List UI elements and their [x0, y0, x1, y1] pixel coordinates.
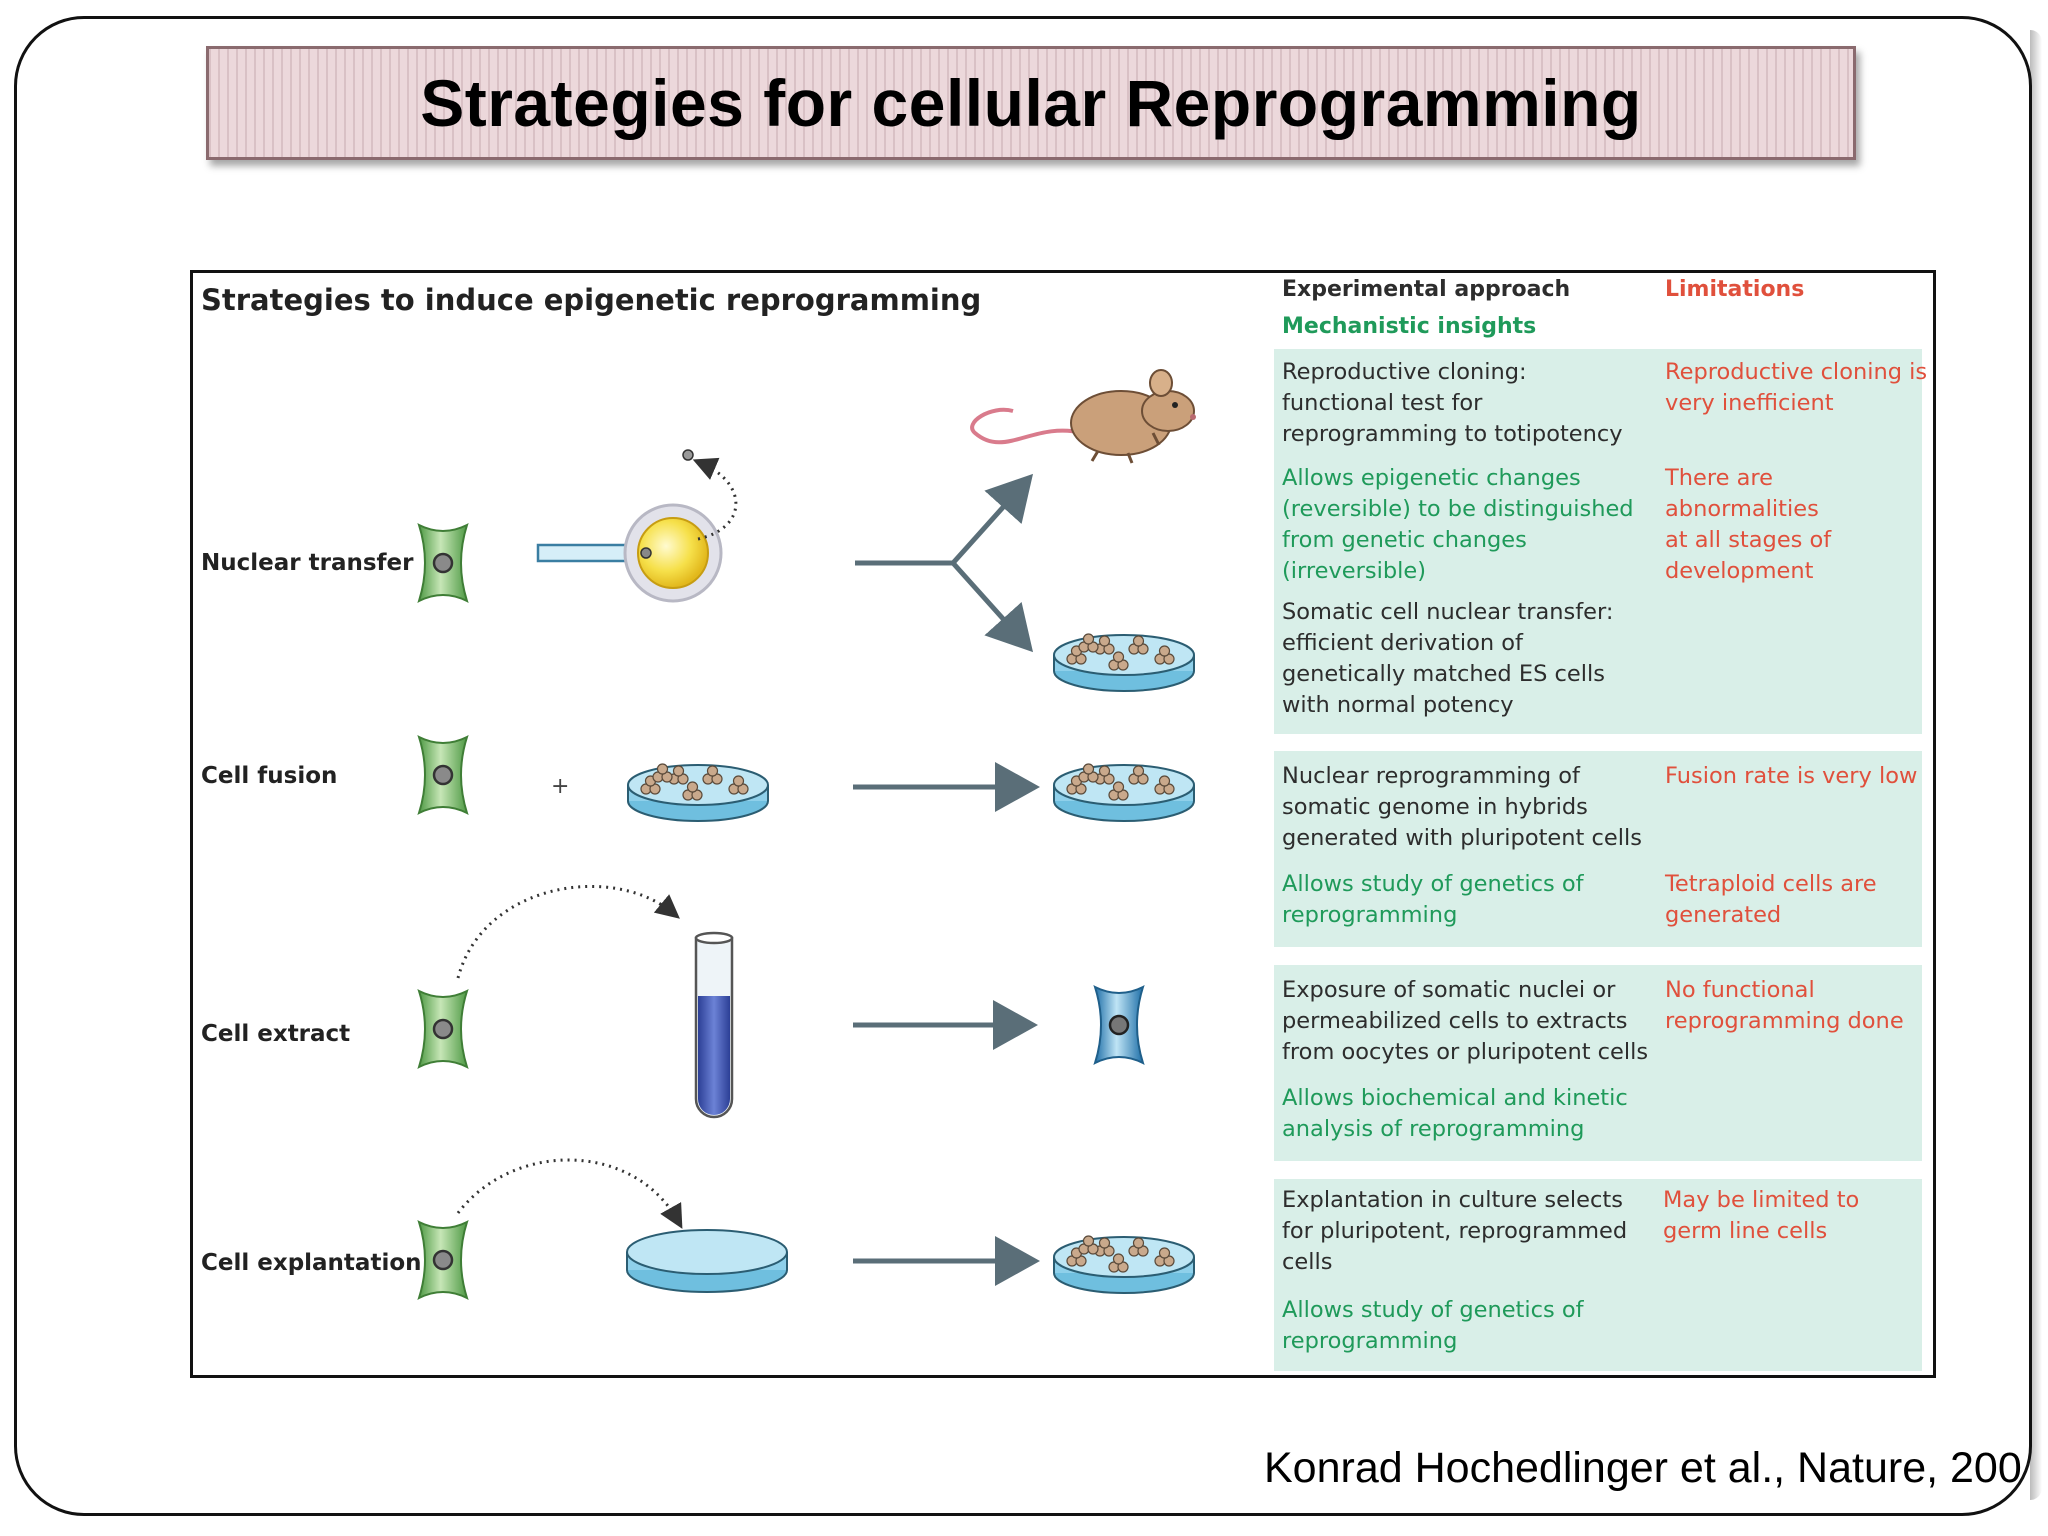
row-label-nuclear-transfer: Nuclear transfer [201, 550, 414, 576]
ce-approach: Exposure of somatic nuclei or permeabili… [1282, 977, 1649, 1065]
culture-dish-icon [1054, 634, 1194, 691]
title-bar: Strategies for cellular Reprogramming [206, 46, 1856, 160]
nt-limitation-1: Reproductive cloning is very inefficient [1665, 359, 1928, 416]
arrow-icon [951, 561, 1034, 653]
cx-limitation-1: May be limited to germ line cells [1663, 1187, 1860, 1244]
citation-clip: Konrad Hochedlinger et al., Nature, 200 [1264, 1430, 2034, 1500]
cx-approach: Explantation in culture selects for plur… [1282, 1187, 1628, 1275]
nt-approach-scnt: Somatic cell nuclear transfer: efficient… [1282, 599, 1614, 718]
cf-insight: Allows study of genetics of reprogrammin… [1282, 871, 1584, 928]
panel-cell-explantation [1274, 1179, 1922, 1371]
header-approach: Experimental approach [1282, 277, 1571, 302]
cf-approach: Nuclear reprogramming of somatic genome … [1282, 763, 1642, 851]
nt-insight: Allows epigenetic changes (reversible) t… [1282, 465, 1634, 584]
culture-dish-icon [1054, 1236, 1194, 1293]
somatic-cell-icon [417, 989, 469, 1069]
nt-limitation-2: There are abnormalities at all stages of… [1665, 465, 1832, 584]
row-label-cell-fusion: Cell fusion [201, 763, 338, 789]
row-label-cell-extract: Cell extract [201, 1021, 351, 1047]
reprogramming-illustrations: + [417, 369, 1196, 1300]
cx-insight: Allows study of genetics of reprogrammin… [1282, 1297, 1584, 1354]
citation: Konrad Hochedlinger et al., Nature, 200 [1264, 1444, 2022, 1492]
somatic-cell-icon [417, 735, 469, 815]
slide-frame [14, 16, 2032, 1516]
header-mechanistic: Mechanistic insights [1282, 314, 1537, 339]
panel-cell-extract [1274, 965, 1922, 1161]
culture-dish-icon [626, 1229, 788, 1293]
cf-limitation-2: Tetraploid cells are generated [1665, 871, 1877, 928]
culture-dish-icon [628, 764, 768, 821]
slide-title: Strategies for cellular Reprogramming [420, 66, 1642, 140]
cf-limitation-1: Fusion rate is very low [1665, 763, 1918, 789]
arrow-icon [951, 473, 1034, 565]
panel-cell-fusion [1274, 751, 1922, 947]
test-tube-icon [694, 931, 734, 1119]
header-limitations: Limitations [1665, 277, 1805, 302]
figure-title: Strategies to induce epigenetic reprogra… [201, 283, 982, 317]
ce-limitation-1: No functional reprogramming done [1665, 977, 1904, 1034]
row-label-cell-explantation: Cell explantation [201, 1250, 422, 1276]
mouse-icon [970, 369, 1196, 464]
somatic-cell-icon [417, 1220, 469, 1300]
culture-dish-icon [1054, 764, 1194, 821]
figure-box: Strategies to induce epigenetic reprogra… [190, 270, 1936, 1378]
somatic-cell-icon [417, 523, 469, 603]
plus-sign: + [551, 774, 569, 799]
reprogrammed-cell-icon [1093, 985, 1145, 1065]
nt-approach-cloning: Reproductive cloning: functional test fo… [1282, 359, 1623, 447]
panel-nuclear-transfer [1274, 349, 1922, 734]
ce-insight: Allows biochemical and kinetic analysis … [1282, 1085, 1628, 1142]
slide-edge-shadow [2030, 30, 2042, 1500]
